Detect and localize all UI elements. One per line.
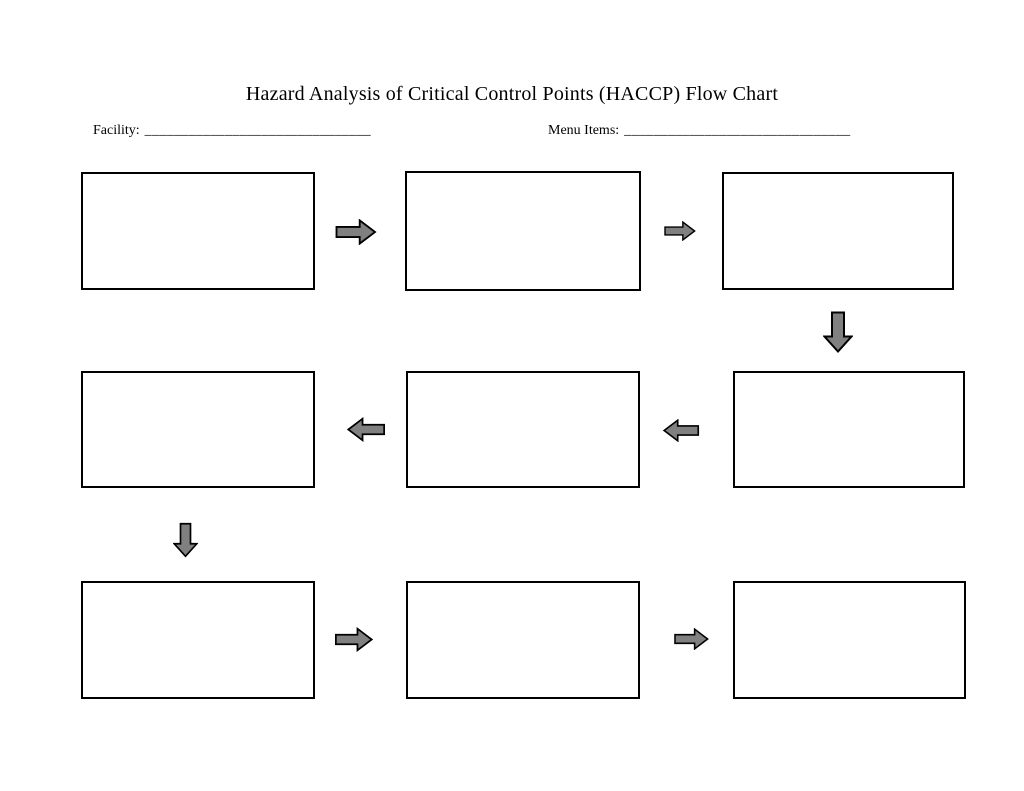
flow-step-8-box <box>406 581 640 699</box>
menu-items-field: Menu Items: _____________________________… <box>548 122 850 140</box>
page-title: Hazard Analysis of Critical Control Poin… <box>245 83 779 105</box>
flow-step-1-box <box>81 172 315 290</box>
flow-step-6-box <box>81 371 315 488</box>
flow-arrow-left-icon <box>662 419 700 442</box>
flow-step-7-box <box>81 581 315 699</box>
flow-step-5-box <box>406 371 640 488</box>
flow-arrow-down-icon <box>823 311 853 353</box>
flow-arrow-right-icon <box>335 627 373 652</box>
facility-label: Facility: <box>93 123 140 138</box>
flow-step-3-box <box>722 172 954 290</box>
flow-arrow-right-icon <box>335 219 377 245</box>
flow-arrow-down-icon <box>173 522 198 558</box>
flow-step-9-box <box>733 581 966 699</box>
flow-arrow-right-icon <box>674 628 709 650</box>
flow-step-4-box <box>733 371 965 488</box>
flow-arrow-right-icon <box>664 221 696 241</box>
facility-field: Facility: _______________________________ <box>93 122 371 140</box>
facility-blank-line: _______________________________ <box>144 123 371 138</box>
flow-step-2-box <box>405 171 641 291</box>
flow-arrow-left-icon <box>347 417 385 442</box>
menu-items-blank-line: _______________________________ <box>624 123 851 138</box>
menu-items-label: Menu Items: <box>548 123 620 138</box>
